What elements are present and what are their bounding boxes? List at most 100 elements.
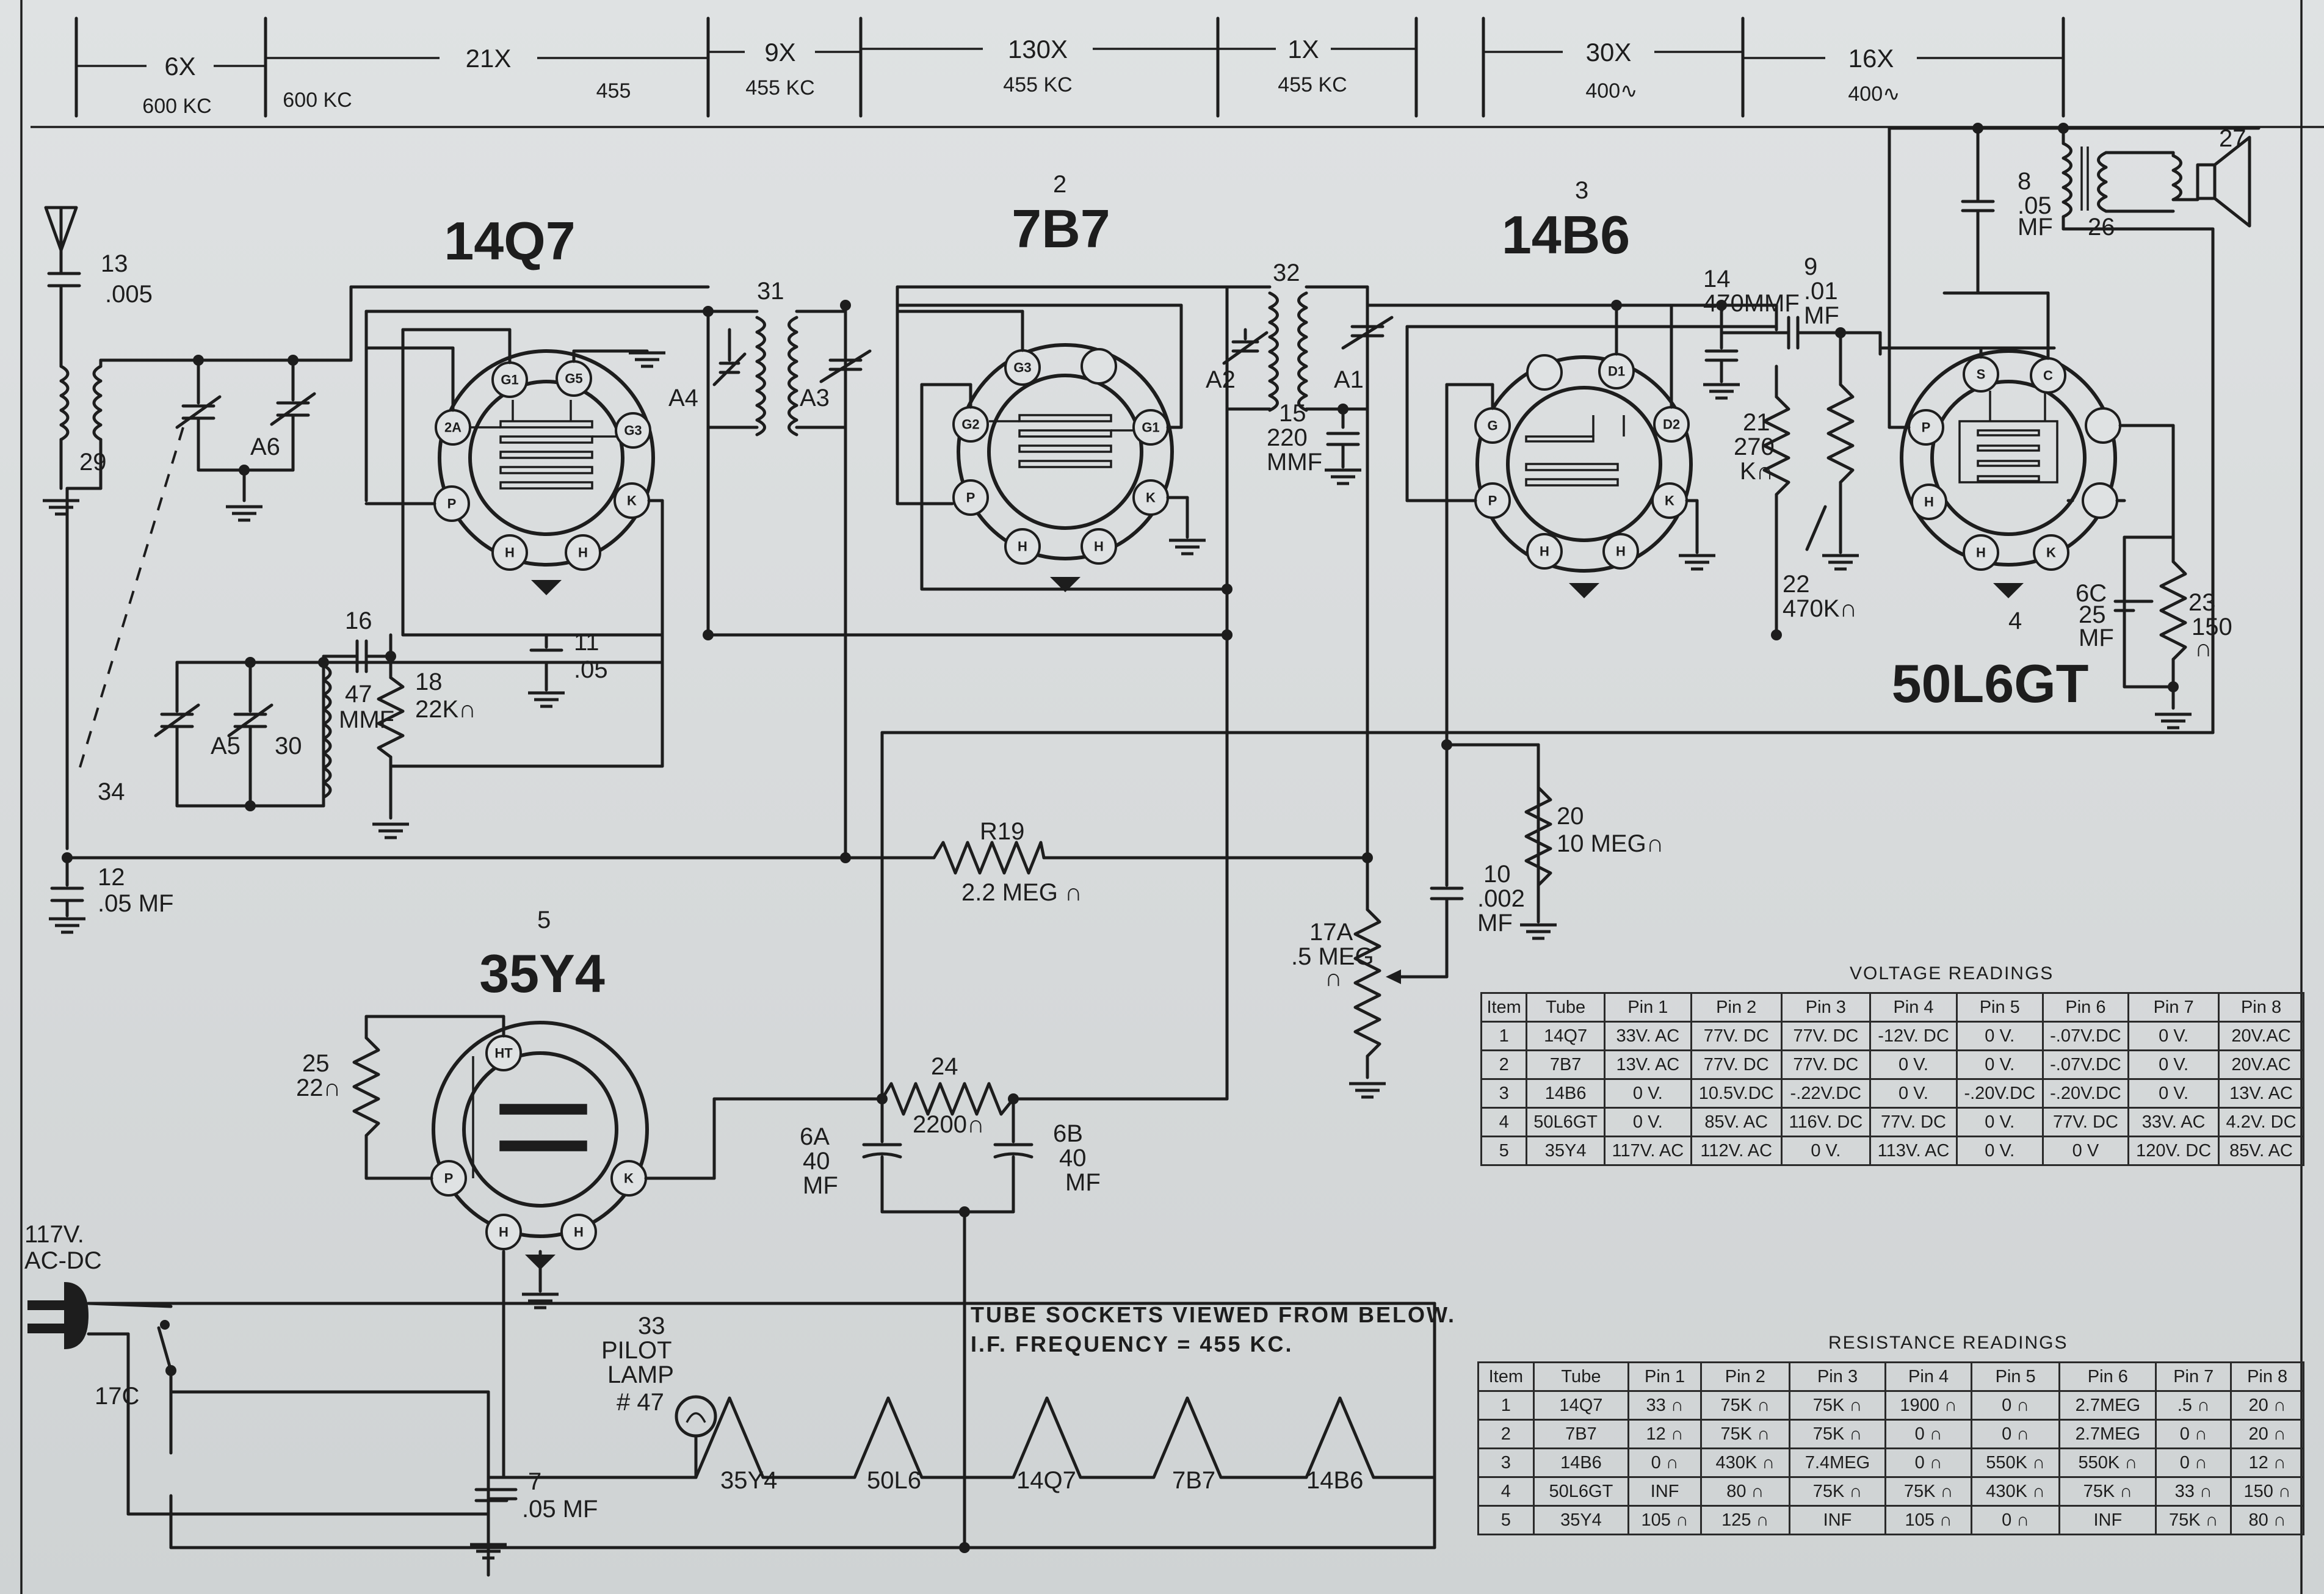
table-cell: 0 ∩ [1970, 1419, 2061, 1449]
table-cell: INF [2058, 1505, 2157, 1535]
resistor-23 [2159, 560, 2187, 661]
pin-h: H [1540, 544, 1549, 559]
pin-p: P [1922, 420, 1931, 435]
table-cell: 75K ∩ [1788, 1476, 1887, 1507]
table-cell: INF [1627, 1476, 1702, 1507]
avc-line: 12 .05 MF R19 2.2 MEG ∩ [49, 818, 1373, 932]
table-cell: 80 ∩ [1700, 1476, 1790, 1507]
table-cell: 125 ∩ [1700, 1505, 1790, 1535]
wiring-50l6gt: 6C 25 MF 23 150 ∩ [1839, 126, 2232, 728]
pin-k: K [1665, 493, 1674, 509]
band-4-freq: 455 KC [1003, 73, 1072, 96]
tube-7b7-number: 2 [1053, 171, 1066, 198]
pin-h: H [578, 545, 588, 560]
c8-label: 8 [2018, 168, 2031, 195]
pin-ht: HT [494, 1046, 513, 1061]
resistor-25 [352, 1036, 380, 1137]
c9-unit: MF [1804, 302, 1839, 329]
tube-14b6-number: 3 [1575, 177, 1588, 204]
column-header: Pin 5 [1970, 1361, 2061, 1392]
tube-7b7-name: 7B7 [1012, 198, 1110, 259]
column-header: Item [1477, 1361, 1535, 1392]
table-cell: 77V. DC [1690, 1049, 1783, 1080]
table-cell: -12V. DC [1869, 1021, 1958, 1051]
pin-h: H [1616, 544, 1626, 559]
c15-label: 15 [1279, 400, 1306, 427]
column-header: Pin 7 [2127, 992, 2220, 1023]
speaker-27-label: 27 [2219, 125, 2246, 152]
r17a-unit: ∩ [1325, 965, 1342, 991]
band-3-freq: 455 KC [745, 76, 814, 100]
c6b-label: 6B [1053, 1120, 1083, 1147]
pin-g5: G5 [565, 371, 582, 386]
c11-value: .05 [574, 656, 608, 683]
resistor-22 [1826, 383, 1855, 484]
column-header: Pin 2 [1690, 992, 1783, 1023]
pin-h: H [1018, 539, 1027, 554]
table-cell: 77V. DC [2041, 1107, 2130, 1137]
column-header: Pin 5 [1955, 992, 2044, 1023]
output-section: 8 .05 MF 26 27 [1888, 123, 2261, 734]
c8-unit: MF [2018, 214, 2053, 241]
c13-label: 13 [101, 250, 128, 277]
table-cell: 0 V. [1955, 1107, 2044, 1137]
power-input-section: 117V. AC-DC 17C 33 PILOT LAMP # 47 35Y4 … [24, 1221, 1436, 1577]
table-cell: 80 ∩ [2230, 1505, 2304, 1535]
wiring-14b6 [1366, 300, 1778, 747]
switch-17c-label: 17C [95, 1383, 139, 1410]
r20-label: 20 [1557, 803, 1584, 830]
r25-label: 25 [302, 1050, 330, 1077]
column-header: Pin 1 [1603, 992, 1692, 1023]
tube-14q7: G1 G5 G3 K H H P 2A 14Q7 [433, 211, 655, 595]
band-5-freq: 455 KC [1278, 73, 1347, 96]
tube-7b7: G3 G1 K H H P G2 7B7 2 [896, 171, 1229, 592]
lamp-33-label: 33 [638, 1313, 665, 1339]
pin-p: P [966, 490, 976, 505]
note-line-1: TUBE SOCKETS VIEWED FROM BELOW. [971, 1302, 1457, 1327]
table-cell: 430K ∩ [1970, 1476, 2061, 1507]
table-cell: 77V. DC [1780, 1049, 1872, 1080]
table-cell: 33 ∩ [1627, 1390, 1702, 1421]
table-cell: 13V. AC [2218, 1078, 2304, 1109]
oscillator-section: 16 47 MMF 18 22K∩ A5 30 34 [98, 607, 664, 838]
column-header: Tube [1532, 1361, 1630, 1392]
c6c-label: 6C [2076, 580, 2107, 607]
c8-value: .05 [2018, 192, 2052, 219]
column-header: Pin 2 [1700, 1361, 1790, 1392]
table-cell: 5 [1480, 1136, 1528, 1166]
column-header: Pin 4 [1884, 1361, 1972, 1392]
table-cell: 117V. AC [1603, 1136, 1692, 1166]
table-cell: 14B6 [1526, 1078, 1605, 1109]
c14-label: 14 [1703, 266, 1731, 292]
pin-h: H [499, 1225, 509, 1240]
table-cell: 0 V. [1603, 1107, 1692, 1137]
table-cell: 550K ∩ [1970, 1447, 2061, 1478]
table-cell: 0 V. [2127, 1021, 2220, 1051]
table-cell: 3 [1477, 1447, 1535, 1478]
pin-k: K [2046, 545, 2056, 560]
table-cell: 2.7MEG [2058, 1390, 2157, 1421]
table-cell: 7.4MEG [1788, 1447, 1887, 1478]
coil-29-label: 29 [79, 449, 107, 476]
table-cell: 112V. AC [1690, 1136, 1783, 1166]
r20-value: 10 MEG∩ [1557, 830, 1663, 857]
lamp-33-pilot: PILOT [601, 1337, 672, 1364]
r17a-value: .5 MEG [1291, 943, 1374, 970]
pin-s: S [1977, 367, 1986, 382]
table-cell: 77V. DC [1869, 1107, 1958, 1137]
c13-value: .005 [105, 281, 153, 308]
c6a-unit: MF [803, 1172, 838, 1199]
r17a-label: 17A [1309, 919, 1353, 946]
table-cell: 50L6GT [1526, 1107, 1605, 1137]
table-cell: -.07V.DC [2041, 1021, 2130, 1051]
r21-label: 21 [1743, 409, 1770, 436]
tube-14b6-name: 14B6 [1502, 205, 1630, 265]
heater-14b6: 14B6 [1306, 1467, 1363, 1494]
table-cell: 50L6GT [1532, 1476, 1630, 1507]
pin-2a: 2A [444, 420, 462, 435]
column-header: Tube [1526, 992, 1605, 1023]
